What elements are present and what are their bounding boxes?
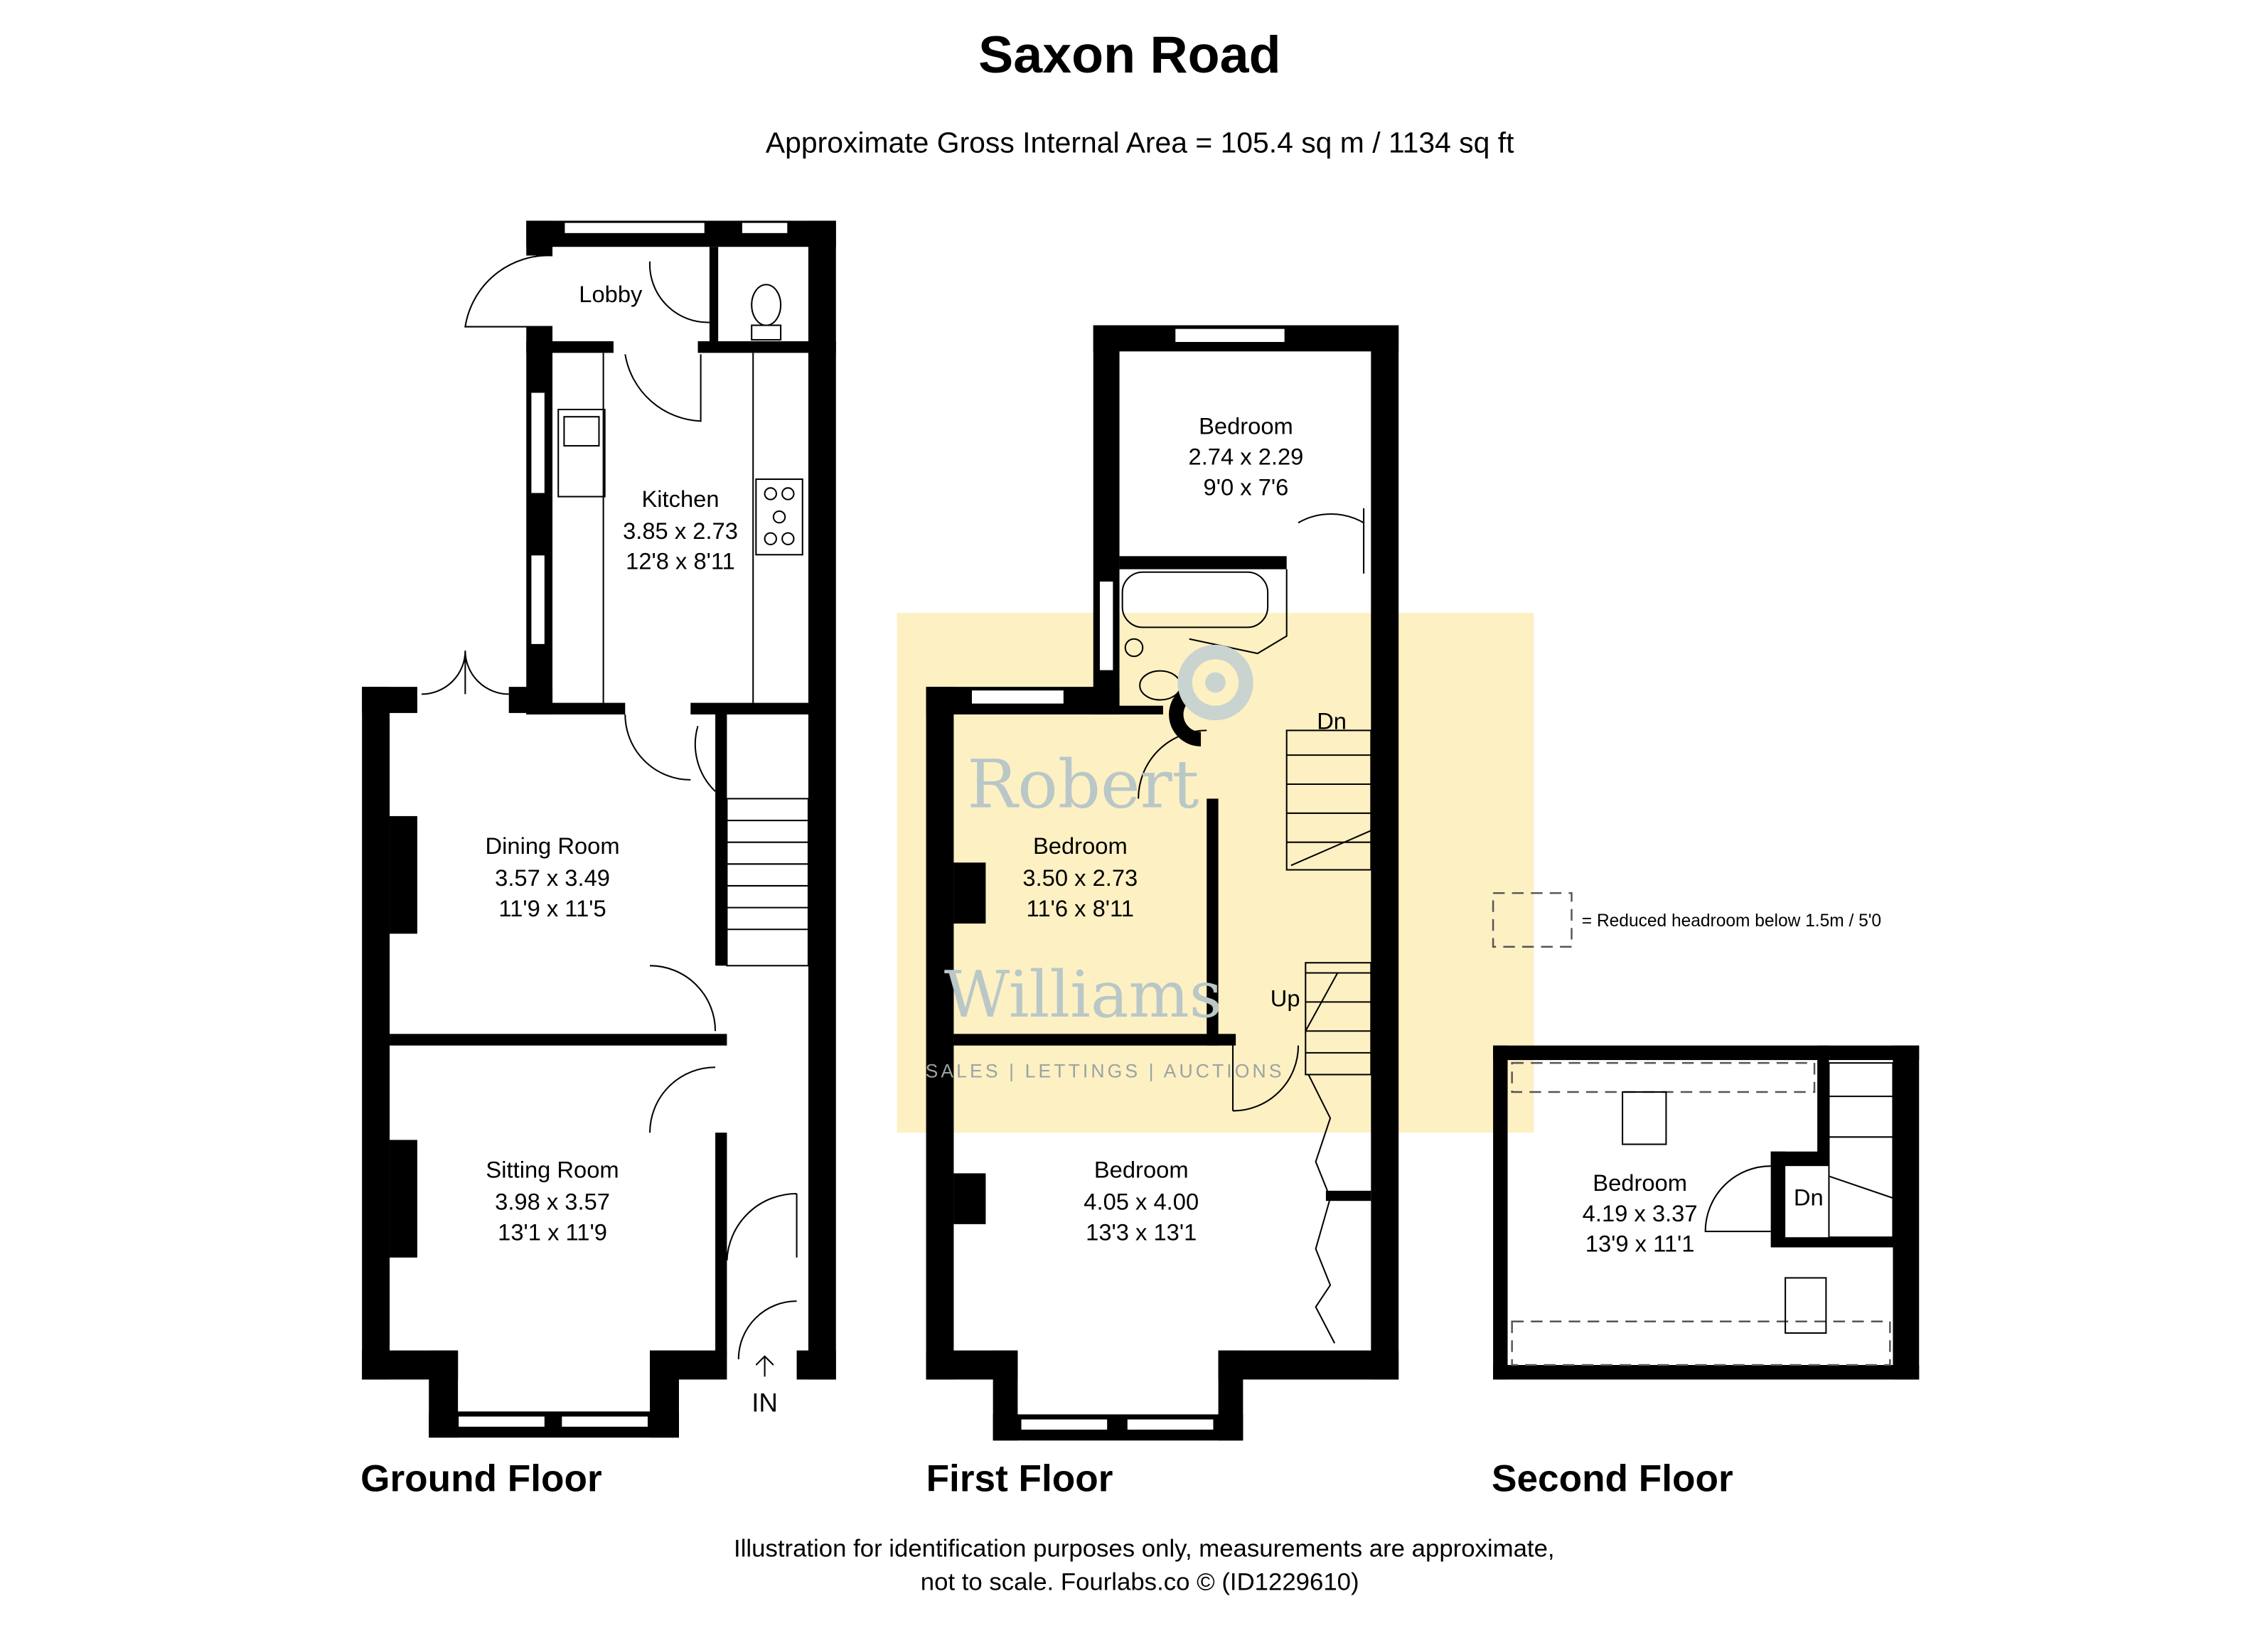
second-floor-plan (1493, 1045, 1920, 1380)
disclaimer-line-2: not to scale. Fourlabs.co © (ID1229610) (921, 1569, 1359, 1596)
room-kitchen: Kitchen 3.85 x 2.73 12'8 x 8'11 (623, 486, 738, 574)
disclaimer-line-1: Illustration for identification purposes… (734, 1536, 1555, 1563)
gross-area: Approximate Gross Internal Area = 105.4 … (766, 126, 1514, 159)
second-floor-label: Second Floor (1492, 1458, 1733, 1500)
svg-text:2.74 x 2.29: 2.74 x 2.29 (1189, 444, 1304, 470)
svg-text:4.05 x 4.00: 4.05 x 4.00 (1084, 1188, 1199, 1214)
svg-text:3.85 x 2.73: 3.85 x 2.73 (623, 518, 738, 544)
room-bedroom-rear: Bedroom 2.74 x 2.29 9'0 x 7'6 (1189, 413, 1304, 500)
svg-text:Bedroom: Bedroom (1033, 833, 1128, 859)
room-dining-room: Dining Room 3.57 x 3.49 11'9 x 11'5 (486, 833, 620, 921)
svg-text:Dining Room: Dining Room (486, 833, 620, 859)
svg-text:Sitting Room: Sitting Room (486, 1157, 619, 1183)
svg-text:13'1 x 11'9: 13'1 x 11'9 (498, 1219, 607, 1245)
first-floor-label: First Floor (926, 1458, 1113, 1500)
page-title: Saxon Road (978, 25, 1280, 84)
room-sitting-room: Sitting Room 3.98 x 3.57 13'1 x 11'9 (486, 1157, 619, 1246)
watermark-name-2: Williams (944, 958, 1222, 1032)
svg-text:Bedroom: Bedroom (1199, 413, 1293, 439)
svg-text:4.19 x 3.37: 4.19 x 3.37 (1583, 1200, 1698, 1226)
room-bedroom-middle: Bedroom 3.50 x 2.73 11'6 x 8'11 (1022, 833, 1138, 921)
watermark-logo-icon (1177, 644, 1253, 721)
reduced-headroom-legend-swatch (1492, 892, 1573, 948)
svg-text:3.50 x 2.73: 3.50 x 2.73 (1022, 864, 1138, 891)
svg-text:Bedroom: Bedroom (1094, 1157, 1189, 1183)
svg-text:Kitchen: Kitchen (641, 486, 719, 512)
ground-floor-plan (362, 220, 836, 1438)
room-bedroom-front: Bedroom 4.05 x 4.00 13'3 x 13'1 (1084, 1157, 1199, 1246)
svg-text:12'8 x 8'11: 12'8 x 8'11 (626, 548, 735, 574)
svg-text:13'9 x 11'1: 13'9 x 11'1 (1585, 1231, 1695, 1257)
first-floor-plan (926, 325, 1399, 1441)
svg-text:3.57 x 3.49: 3.57 x 3.49 (495, 864, 610, 891)
svg-text:11'9 x 11'5: 11'9 x 11'5 (498, 895, 606, 921)
room-label-lobby: Lobby (579, 281, 643, 307)
svg-text:9'0 x 7'6: 9'0 x 7'6 (1204, 474, 1289, 500)
svg-text:11'6 x 8'11: 11'6 x 8'11 (1027, 895, 1134, 921)
stairs-up-label: Up (1271, 985, 1300, 1012)
svg-text:13'3 x 13'1: 13'3 x 13'1 (1086, 1219, 1197, 1245)
stairs-down-label: Dn (1317, 707, 1347, 734)
ground-floor-label: Ground Floor (360, 1458, 602, 1500)
entrance-label: IN (751, 1388, 778, 1417)
watermark-name-1: Robert (967, 746, 1199, 824)
room-bedroom-loft: Bedroom 4.19 x 3.37 13'9 x 11'1 (1583, 1169, 1698, 1257)
svg-text:3.98 x 3.57: 3.98 x 3.57 (495, 1188, 610, 1214)
reduced-headroom-legend-text: = Reduced headroom below 1.5m / 5'0 (1582, 911, 1881, 931)
watermark-tagline: SALES | LETTINGS | AUCTIONS (926, 1061, 1285, 1082)
svg-text:Bedroom: Bedroom (1593, 1169, 1687, 1196)
loft-stairs-down-label: Dn (1794, 1184, 1824, 1210)
